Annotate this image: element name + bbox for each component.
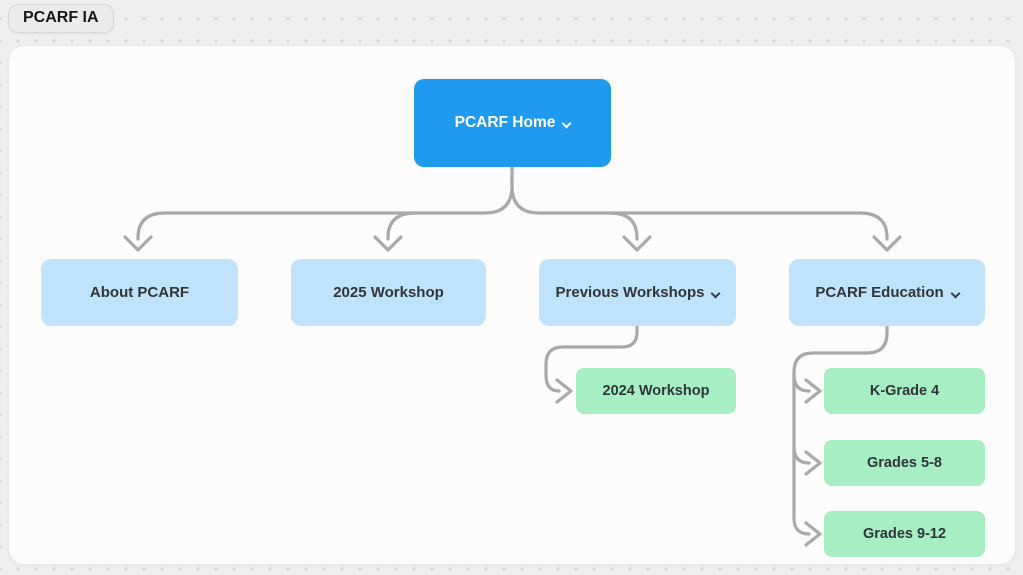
edge-home-to-2025 [386, 211, 417, 241]
node-2024-workshop[interactable]: 2024 Workshop [576, 368, 736, 414]
node-label: 2024 Workshop [602, 383, 710, 399]
edge-home-to-previous [608, 211, 639, 241]
edge-home-to-education [510, 165, 889, 241]
edge-home-to-about [136, 165, 514, 241]
edge-previous-to-2024-arrowhead [555, 378, 573, 404]
edge-education-to-g58 [792, 445, 811, 465]
node-label: PCARF Education [815, 284, 944, 301]
edge-home-to-education-arrowhead [872, 235, 902, 252]
node-label: Previous Workshops [555, 284, 705, 301]
node-label: Grades 5-8 [867, 455, 942, 471]
node-grades-9-12[interactable]: Grades 9-12 [824, 511, 985, 557]
chevron-down-icon [561, 118, 572, 129]
edge-education-trunk [792, 325, 889, 536]
node-label: Grades 9-12 [862, 526, 947, 542]
edge-home-to-2025-arrowhead [373, 235, 403, 252]
edge-education-to-k4 [792, 373, 811, 393]
chevron-down-icon [711, 288, 721, 298]
diagram-canvas[interactable]: PCARF Home About PCARF 2025 Workshop Pre… [8, 45, 1016, 565]
node-grades-5-8[interactable]: Grades 5-8 [824, 440, 985, 486]
chevron-down-icon [950, 288, 961, 298]
edge-education-to-g58-arrowhead [804, 450, 822, 476]
node-2025-workshop[interactable]: 2025 Workshop [291, 259, 486, 326]
edge-home-to-previous-arrowhead [622, 235, 652, 252]
node-k-grade-4[interactable]: K-Grade 4 [824, 368, 985, 414]
edge-home-to-about-arrowhead [123, 235, 153, 252]
page-title-badge[interactable]: PCARF IA [8, 4, 114, 33]
edge-education-to-k4-arrowhead [804, 378, 822, 404]
node-label: K-Grade 4 [869, 383, 940, 399]
node-about-pcarf[interactable]: About PCARF [41, 259, 238, 326]
node-label: About PCARF [89, 284, 190, 301]
node-pcarf-education[interactable]: PCARF Education [789, 259, 985, 326]
node-label: PCARF Home [454, 114, 556, 131]
node-pcarf-home[interactable]: PCARF Home [414, 79, 611, 167]
node-previous-workshops[interactable]: Previous Workshops [539, 259, 736, 326]
edge-education-to-g912-arrowhead [804, 521, 822, 547]
node-label: 2025 Workshop [333, 284, 444, 301]
